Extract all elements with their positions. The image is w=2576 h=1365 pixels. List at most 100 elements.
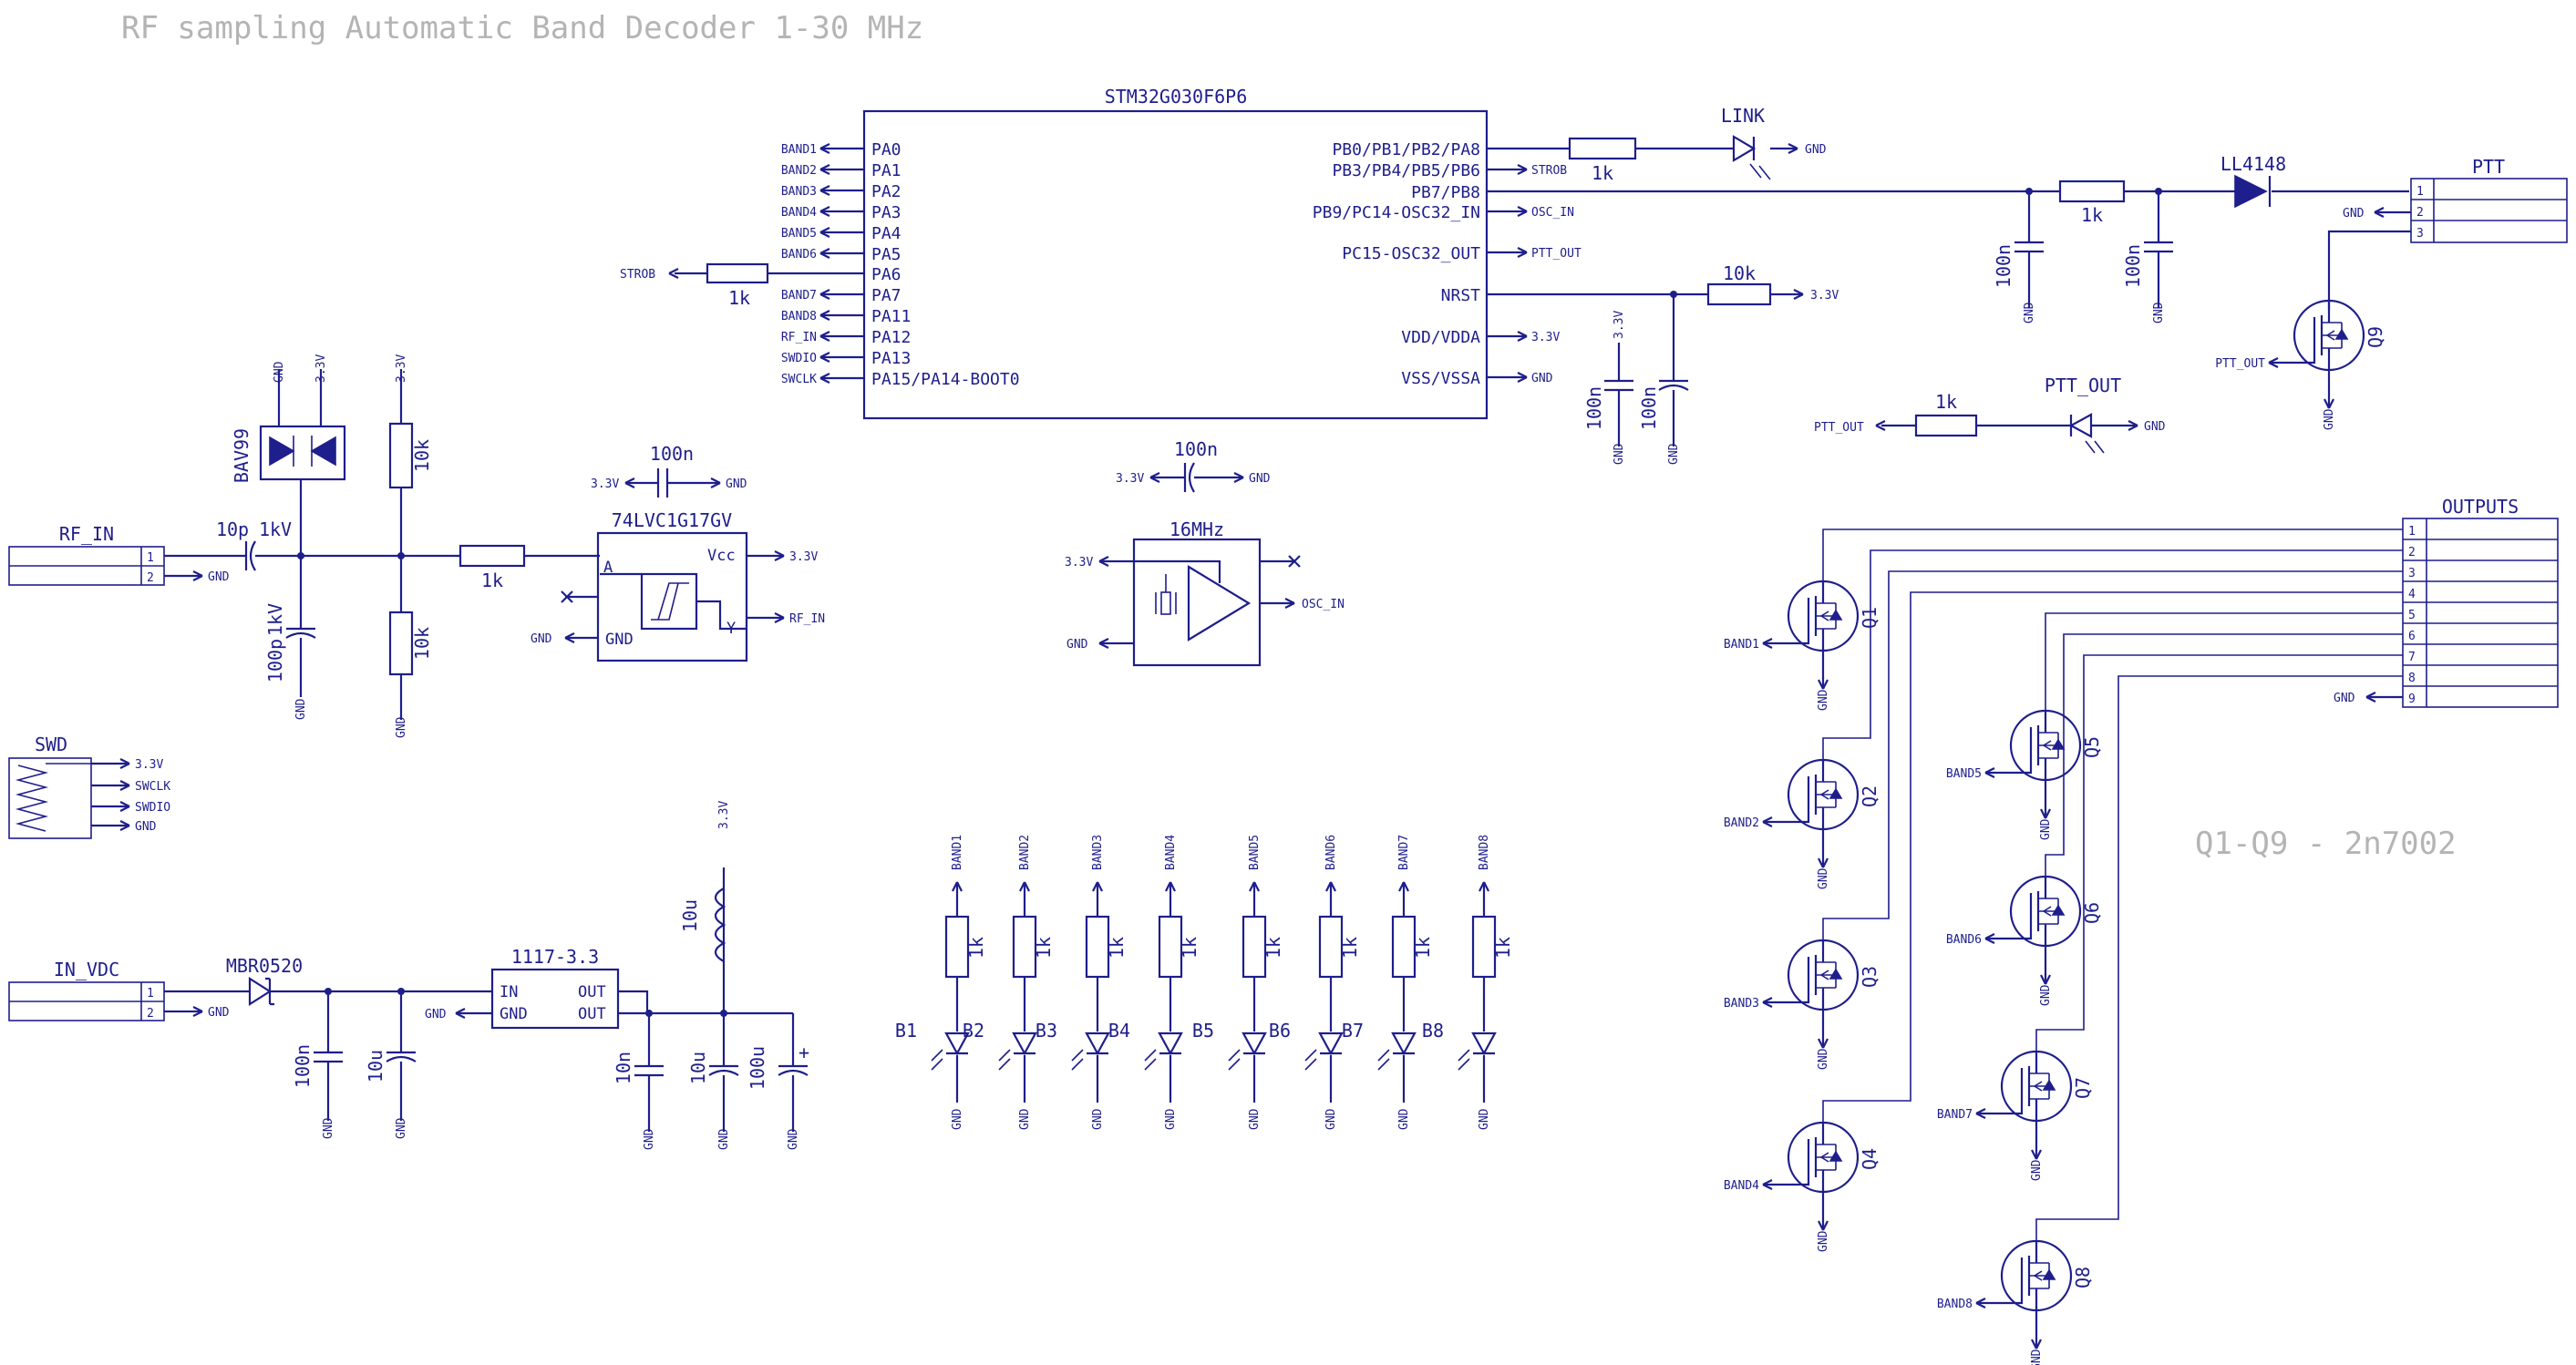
net-label-gnd: GND	[1324, 1108, 1338, 1130]
led-resistor-value: 1k	[965, 937, 987, 959]
rf-front-end: 1 2 RF_IN GND 10p 1kV 1k GND 3.3V BAV99 …	[8, 354, 600, 738]
svg-text:2: 2	[147, 1007, 154, 1021]
net-label-band3: BAND3	[781, 185, 817, 199]
net-label-gnd: GND	[208, 570, 230, 584]
rf-coupling-cap-rating: 1kV	[259, 518, 292, 540]
net-label-osc-in: OSC_IN	[1302, 598, 1345, 611]
mcu-pin-pa15-pa14-boot0: PA15/PA14-BOOT0	[871, 370, 1020, 389]
net-label-3v3: 3.3V	[395, 354, 408, 383]
svg-text:Vcc: Vcc	[707, 547, 736, 565]
net-label-band4: BAND4	[1724, 1179, 1759, 1193]
vdd-decoupling: 3.3V 100n GND	[1583, 311, 1633, 465]
net-label-swdio: SWDIO	[781, 352, 817, 365]
net-label-rf-in: RF_IN	[789, 612, 825, 626]
net-label-3-3v: 3.3V	[1531, 331, 1560, 344]
bias-resistor-top-value: 10k	[411, 439, 433, 472]
net-label-gnd: GND	[395, 1117, 408, 1139]
net-label-3v3: 3.3V	[1613, 311, 1626, 339]
net-label-swdio: SWDIO	[135, 801, 170, 815]
mbr-diode-label: MBR0520	[226, 955, 303, 977]
net-label-gnd: GND	[395, 716, 408, 738]
bias-resistor-bottom-value: 10k	[411, 627, 433, 660]
net-label-3v3: 3.3V	[314, 354, 328, 383]
net-label-gnd: GND	[2323, 408, 2336, 430]
transistor-note: Q1-Q9 - 2n7002	[2195, 826, 2457, 862]
net-label-rf-in: RF_IN	[781, 331, 817, 344]
net-label-gnd: GND	[208, 1006, 230, 1020]
net-label-band1: BAND1	[951, 835, 964, 870]
net-label-gnd: GND	[2334, 692, 2355, 705]
led-label-b2: B2	[963, 1020, 984, 1042]
ptt-connector-name: PTT	[2472, 156, 2505, 178]
net-label-gnd: GND	[1164, 1108, 1178, 1130]
net-label-gnd: GND	[787, 1128, 800, 1150]
mosfet-array: GNDBAND1Q1GNDBAND2Q2GNDBAND3Q3GNDBAND4Q4…	[1724, 299, 2403, 1365]
ptt-out-led-circuit: PTT_OUT 1k PTT_OUT GND	[1814, 375, 2166, 454]
net-label-band8: BAND8	[781, 310, 817, 323]
net-label-gnd: GND	[2152, 302, 2166, 323]
net-label-gnd: GND	[322, 1117, 335, 1139]
outputs-pin-8: 8	[2408, 672, 2416, 685]
strob-resistor-value: 1k	[728, 287, 750, 309]
outputs-pin-4: 4	[2408, 588, 2416, 601]
mcu-pin-pa12: PA12	[871, 328, 911, 347]
net-label-band2: BAND2	[781, 164, 817, 178]
net-label-gnd: GND	[1531, 372, 1553, 385]
ll4148-label: LL4148	[2221, 153, 2286, 175]
rf-shunt-cap-rating: 1kV	[264, 603, 286, 636]
net-label-gnd: GND	[951, 1108, 964, 1130]
bav99-label: BAV99	[231, 428, 252, 483]
gate-decoupling-cap-value: 100n	[650, 443, 694, 465]
ptt-resistor-value: 1k	[2081, 204, 2103, 226]
osc-part-label: 16MHz	[1170, 518, 1224, 540]
net-label-band4: BAND4	[1164, 835, 1178, 870]
svg-text:OUT: OUT	[578, 983, 606, 1001]
led-label-b7: B7	[1342, 1020, 1364, 1042]
mcu-left-pins: PA0BAND1PA1BAND2PA2BAND3PA3BAND4PA4BAND5…	[781, 140, 1020, 389]
net-label-osc-in: OSC_IN	[1531, 206, 1574, 220]
net-label-gnd: GND	[294, 698, 308, 720]
net-label-gnd: GND	[1667, 443, 1681, 465]
output-cap-10u-value: 10u	[687, 1052, 709, 1084]
ptt-cap2-value: 100n	[2122, 244, 2144, 288]
outputs-pin-1: 1	[2408, 525, 2416, 539]
link-led-circuit: 1k LINK GND	[1487, 105, 1827, 184]
net-label-band8: BAND8	[1478, 835, 1491, 870]
rf-series-resistor-value: 1k	[481, 570, 503, 591]
mosfet-label-q3: Q3	[1859, 966, 1880, 988]
input-cap-100n-value: 100n	[292, 1044, 314, 1088]
ptt-cap1-value: 100n	[1993, 244, 2014, 288]
net-label-band3: BAND3	[1091, 835, 1105, 870]
net-label-gnd: GND	[2030, 1159, 2044, 1181]
ptt-out-resistor-value: 1k	[1935, 391, 1957, 413]
net-label-band6: BAND6	[1946, 933, 1982, 947]
in-vdc-connector-name: IN_VDC	[54, 959, 119, 980]
bulk-cap-value: 100u	[747, 1046, 768, 1090]
svg-text:1: 1	[2416, 185, 2424, 199]
net-label-gnd: GND	[1248, 1108, 1262, 1130]
net-label-band5: BAND5	[1248, 835, 1262, 870]
net-label-gnd: GND	[273, 361, 286, 383]
net-label-gnd: GND	[1249, 472, 1271, 486]
outputs-pin-3: 3	[2408, 567, 2416, 580]
mcu-name: STM32G030F6P6	[1105, 86, 1248, 108]
mcu-pin-pb0-pb1-pb2-pa8: PB0/PB1/PB2/PA8	[1332, 140, 1480, 159]
led-label-b1: B1	[895, 1020, 917, 1042]
net-label-band7: BAND7	[1397, 835, 1411, 870]
svg-text:IN: IN	[500, 983, 518, 1001]
led-label-b5: B5	[1192, 1020, 1214, 1042]
led-resistor-value: 1k	[1492, 937, 1514, 959]
mcu-pin-nrst: NRST	[1441, 286, 1481, 305]
nrst-resistor-value: 10k	[1723, 262, 1756, 284]
led-resistor-value: 1k	[1033, 937, 1055, 959]
mcu-pin-pa6: PA6	[871, 265, 902, 284]
ptt-chain: 1k LL4148 100n GND 100n GND	[1487, 153, 2409, 323]
mosfet-label-q5: Q5	[2081, 736, 2103, 758]
